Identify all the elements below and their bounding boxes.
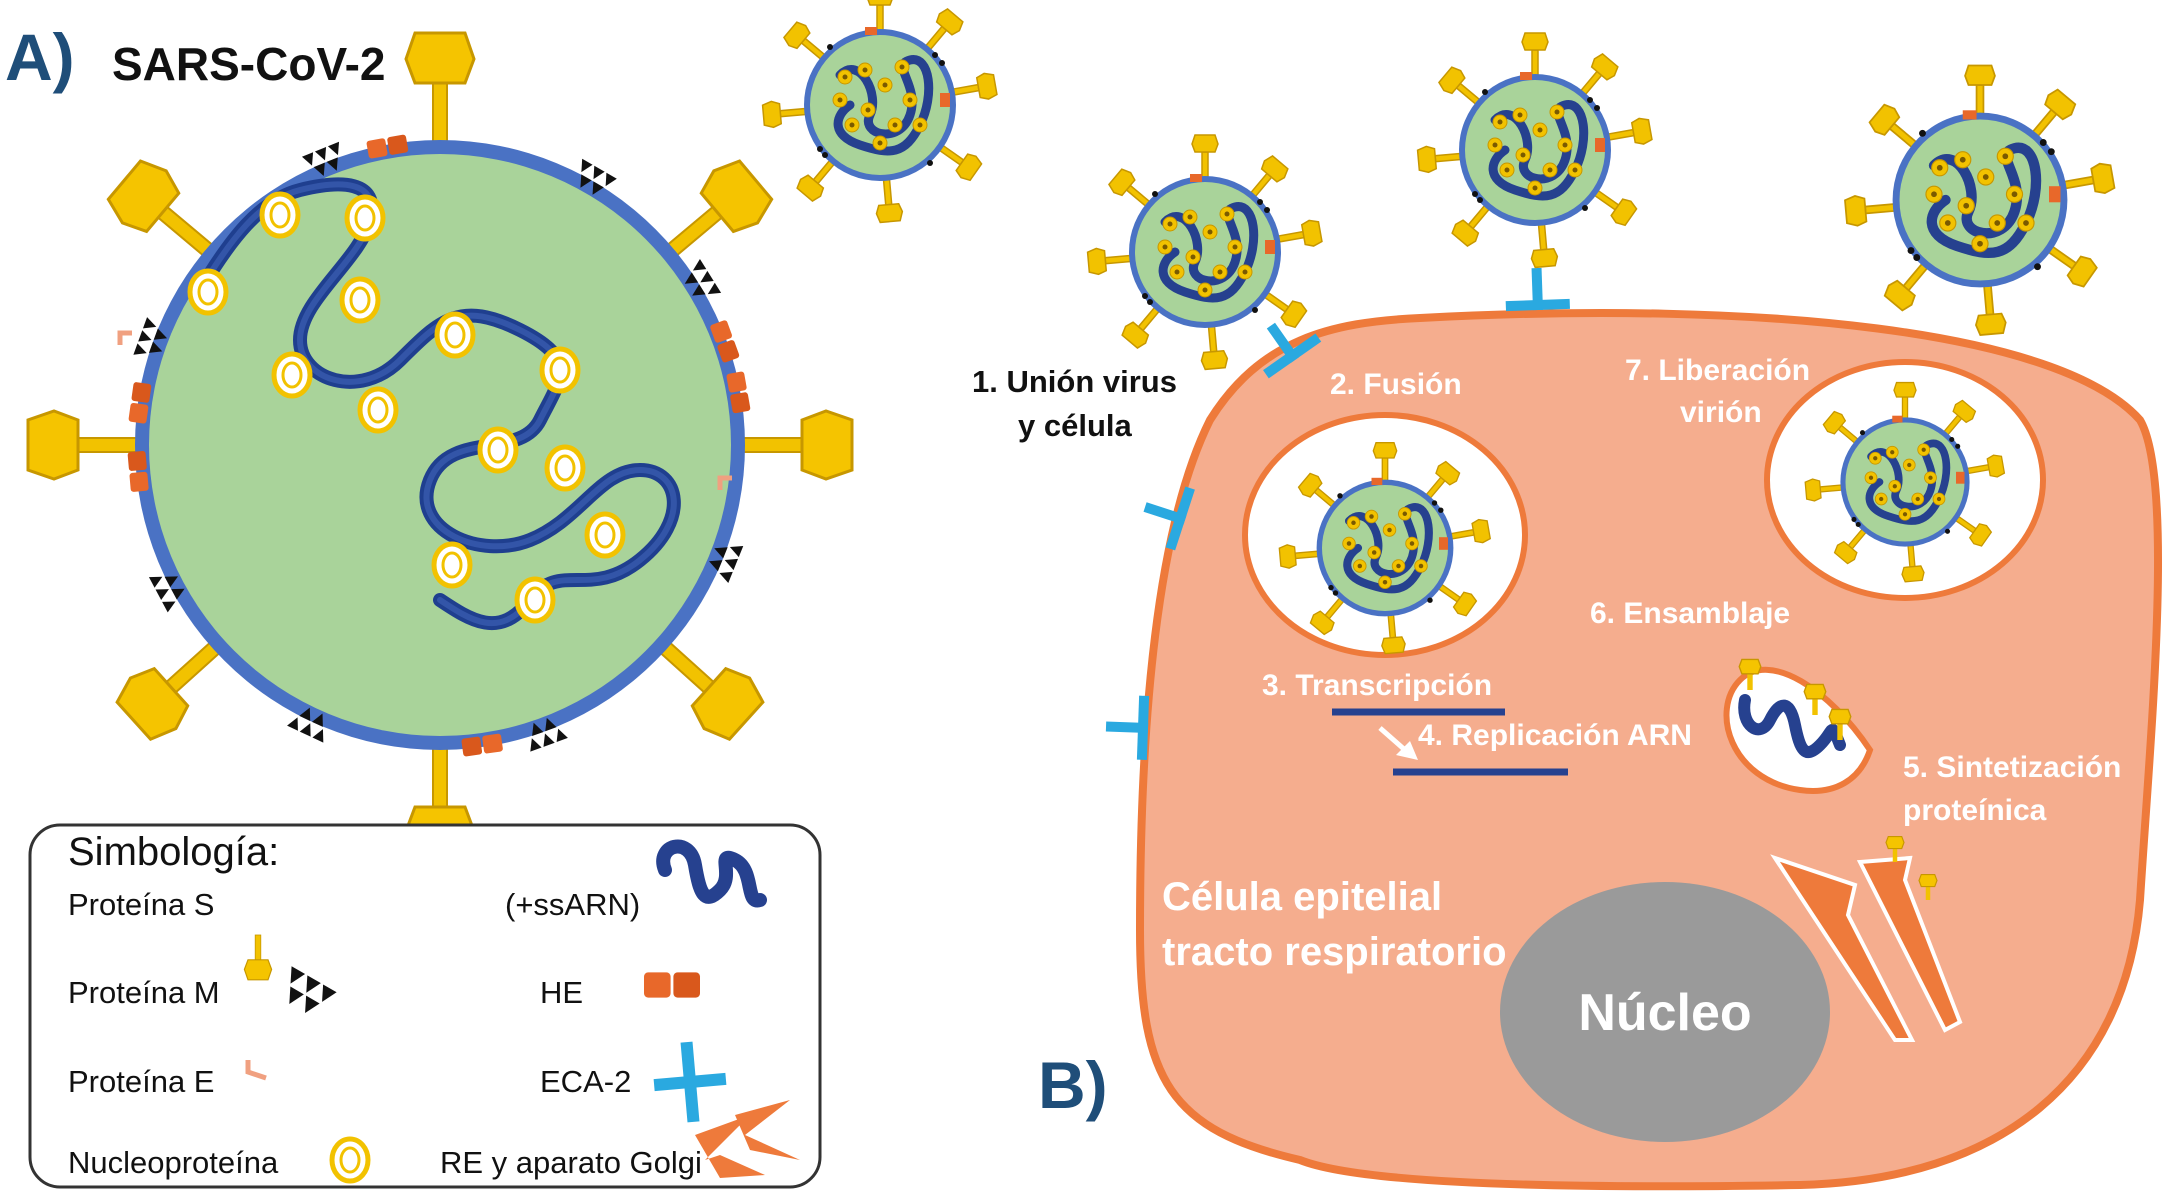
legend-label-protein-m: Proteína M: [68, 975, 220, 1010]
fusion-vesicle: [1242, 412, 1528, 658]
virion-released: [1845, 65, 2115, 335]
legend: Simbología: Proteína S Proteína M Proteí…: [28, 823, 822, 1189]
virion-floating: [762, 0, 997, 223]
protein-e-icon: [245, 1060, 267, 1081]
nucleus: [1500, 882, 1830, 1142]
step-7-line1: 7. Liberación: [1625, 354, 1810, 387]
step-3-label: 3. Transcripción: [1262, 669, 1492, 702]
legend-label-protein-s: Proteína S: [68, 887, 214, 922]
step-4-label: 4. Replicación ARN: [1418, 719, 1692, 752]
step-2-label: 2. Fusión: [1330, 368, 1462, 401]
virion-attaching: [1087, 135, 1322, 370]
legend-label-er-golgi: RE y aparato Golgi: [440, 1145, 702, 1180]
legend-label-he: HE: [540, 975, 583, 1010]
large-virion: [26, 31, 854, 859]
e-proteins: [117, 330, 732, 490]
cell-label-line2: tracto respiratorio: [1162, 930, 1507, 974]
legend-title: Simbología:: [68, 830, 279, 874]
er-golgi: [1770, 854, 1963, 1042]
release-vesicle: [1764, 359, 2046, 601]
step-6-label: 6. Ensamblaje: [1590, 597, 1790, 630]
step-5-line2: proteínica: [1903, 794, 2047, 827]
legend-label-ace2: ECA-2: [540, 1064, 631, 1099]
virion-top: [1417, 33, 1652, 268]
ace2-icon: [653, 1041, 727, 1123]
panel-b-letter: B): [1038, 1048, 1108, 1122]
nucleoprotein-icon: [332, 1139, 368, 1181]
rna-icon: [656, 839, 767, 908]
step-5-line1: 5. Sintetización: [1903, 751, 2121, 784]
panel-a-letter: A): [5, 20, 75, 94]
legend-label-protein-e: Proteína E: [68, 1064, 214, 1099]
assembly-vesicle: [1723, 658, 1874, 794]
step-1-line2: y célula: [1018, 408, 1132, 443]
cell-label-line1: Célula epitelial: [1162, 875, 1442, 919]
virus-interior: [149, 154, 731, 736]
step-1-line1: 1. Unión virus: [972, 364, 1177, 399]
legend-label-nucleoprotein: Nucleoproteína: [68, 1145, 279, 1180]
legend-label-rna: (+ssARN): [505, 887, 640, 922]
virus-title: SARS-CoV-2: [112, 38, 385, 90]
er-golgi-icon: [695, 1100, 800, 1178]
step-7-line2: virión: [1680, 396, 1762, 429]
nucleus-label: Núcleo: [1578, 984, 1751, 1042]
replication-arrow: [1378, 726, 1418, 760]
